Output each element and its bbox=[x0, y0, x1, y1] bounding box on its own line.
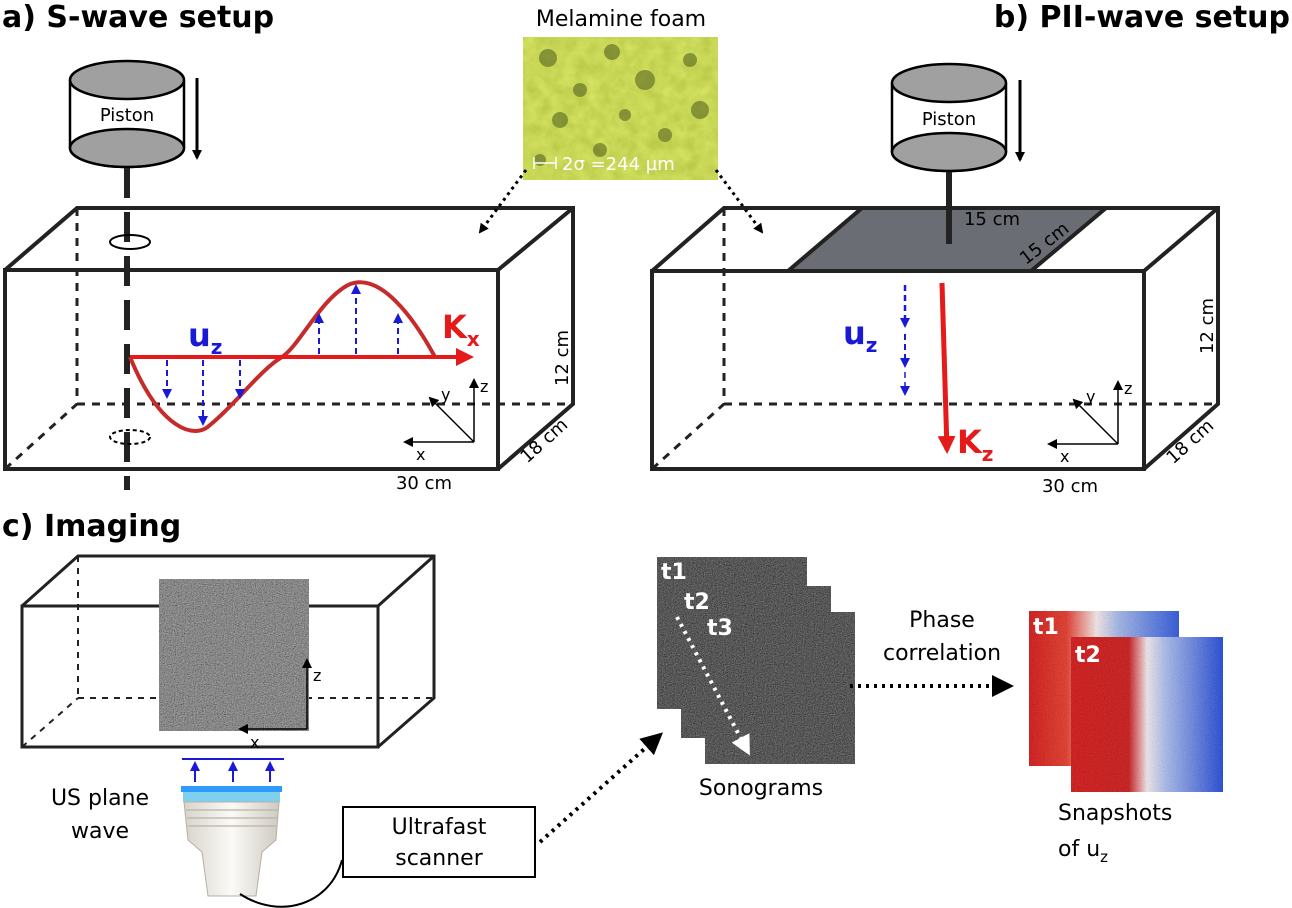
piston-a-label: Piston bbox=[100, 105, 154, 126]
axes-c bbox=[238, 658, 312, 734]
foam-scale-label: 2σ =244 µm bbox=[562, 154, 675, 175]
scanner-to-sonograms-arrow bbox=[538, 732, 663, 844]
sonogram-label-t1: t1 bbox=[661, 560, 687, 585]
axis-z-c: z bbox=[313, 666, 321, 685]
foam-title: Melamine foam bbox=[536, 7, 706, 32]
dim-width-a: 30 cm bbox=[396, 473, 452, 494]
box-b bbox=[650, 206, 1220, 471]
foam-pointer-b bbox=[714, 169, 764, 234]
dim-depth-a: 18 cm bbox=[516, 414, 572, 467]
dim-height-a: 12 cm bbox=[552, 330, 573, 386]
axis-x-c: x bbox=[250, 733, 259, 752]
piston-a: Piston bbox=[68, 59, 186, 169]
rod-ring-top bbox=[109, 234, 151, 250]
piston-b: Piston bbox=[890, 62, 1008, 173]
dim-height-b: 12 cm bbox=[1197, 298, 1218, 354]
dim-width-b: 30 cm bbox=[1042, 476, 1098, 497]
sonograms-label: Sonograms bbox=[699, 776, 823, 801]
time-order-arrow bbox=[675, 616, 750, 756]
panel-c-heading: c) Imaging bbox=[2, 509, 181, 544]
panel-c: c) Imaging z x bbox=[2, 509, 1223, 908]
axes-b bbox=[1047, 380, 1123, 449]
dim-depth-b: 18 cm bbox=[1162, 415, 1218, 468]
axis-x-b: x bbox=[1060, 447, 1069, 466]
transducer-cable bbox=[239, 859, 343, 908]
axes-a bbox=[403, 378, 479, 447]
displacement-arrows-a bbox=[162, 284, 403, 426]
box-a bbox=[3, 206, 575, 471]
panel-a: a) S-wave setup Piston bbox=[2, 0, 575, 494]
uz-label-b: uz bbox=[843, 314, 877, 357]
plane-wave-indicator bbox=[182, 758, 284, 782]
panel-b: b) PII-wave setup Piston 15 cm 15 cm bbox=[650, 0, 1290, 497]
piston-b-label: Piston bbox=[922, 109, 976, 130]
rod-ring-bottom bbox=[109, 429, 151, 445]
kz-arrow bbox=[937, 282, 956, 454]
kx-label: Kx bbox=[442, 308, 480, 351]
snapshot-stack: t1 t2 bbox=[1029, 611, 1223, 792]
foam-pointer-a bbox=[478, 169, 528, 234]
axis-y-b: y bbox=[1086, 387, 1095, 406]
plate-width-label: 15 cm bbox=[964, 209, 1020, 230]
sonogram-label-t3: t3 bbox=[707, 616, 733, 641]
panel-b-heading: b) PII-wave setup bbox=[994, 0, 1290, 35]
kz-label: Kz bbox=[957, 423, 993, 466]
axis-z-a: z bbox=[480, 377, 488, 396]
snapshot-label-t2: t2 bbox=[1075, 643, 1101, 668]
axis-x-a: x bbox=[416, 445, 425, 464]
panel-a-heading: a) S-wave setup bbox=[2, 0, 274, 35]
axis-y-a: y bbox=[441, 385, 450, 404]
foam-inset: Melamine foam 2σ =244 µm bbox=[478, 7, 764, 234]
sonogram-label-t2: t2 bbox=[684, 590, 710, 615]
foam-cells bbox=[534, 44, 709, 166]
ultrafast-scanner-box bbox=[342, 806, 536, 878]
sonogram-stack: t1 t2 t3 bbox=[657, 557, 855, 764]
uz-label-a: uz bbox=[188, 316, 222, 359]
axis-z-b: z bbox=[1124, 379, 1132, 398]
snapshot-label-t1: t1 bbox=[1033, 615, 1059, 640]
foam-scale-bar bbox=[533, 157, 557, 169]
transducer bbox=[181, 786, 282, 897]
